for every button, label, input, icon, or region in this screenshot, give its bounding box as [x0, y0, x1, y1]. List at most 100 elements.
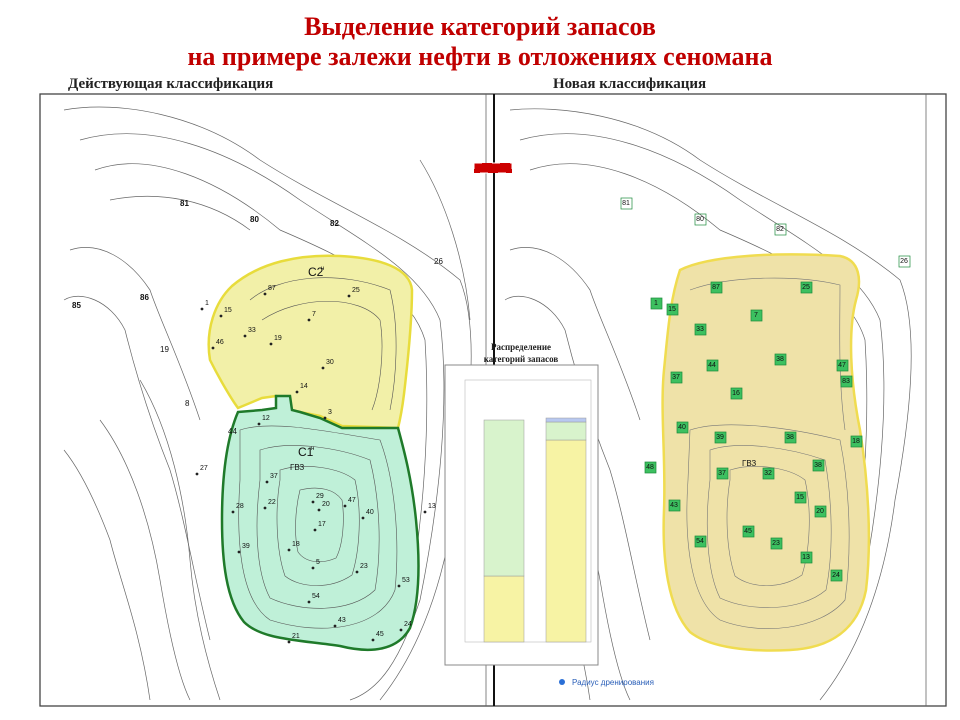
left-well-label: 23	[360, 563, 368, 570]
left-well-dot	[287, 640, 291, 644]
well-square	[644, 461, 657, 474]
well-square	[840, 375, 853, 388]
left-well-label: 19	[274, 335, 282, 342]
left-well-label: 20	[322, 501, 330, 508]
well-square	[716, 467, 729, 480]
right-well-label: 15	[796, 494, 804, 501]
right-well: 26	[898, 255, 911, 268]
zone-c2-sup: н	[321, 266, 324, 272]
well-square	[742, 525, 755, 538]
zone-c1-sup: н	[311, 446, 314, 452]
well-square	[774, 353, 787, 366]
well-square	[668, 499, 681, 512]
well-square	[710, 281, 723, 294]
right-well-label: 83	[842, 378, 850, 385]
left-well-label: 24	[404, 621, 412, 628]
right-well: 25	[800, 281, 813, 294]
zone-c2-label: C2	[308, 265, 324, 279]
left-well-label: 40	[366, 509, 374, 516]
left-well-label: 1	[205, 300, 209, 307]
left-well-dot	[347, 294, 351, 298]
right-well: 33	[694, 323, 707, 336]
right-well-label: 15	[668, 306, 676, 313]
inset-chart-title-1: Распределение	[491, 342, 551, 352]
right-well-label: 25	[802, 284, 810, 291]
well-square	[694, 323, 707, 336]
left-well-label: 30	[326, 359, 334, 366]
right-well: 38	[812, 459, 825, 472]
left-well-label: 15	[224, 307, 232, 314]
right-well-label: 38	[814, 462, 822, 469]
right-well-label: 32	[764, 470, 772, 477]
right-well: 37	[716, 467, 729, 480]
right-well: 43	[668, 499, 681, 512]
right-well: 24	[830, 569, 843, 582]
well-label-26: 26	[434, 257, 443, 266]
left-well-dot	[311, 566, 315, 570]
left-well-label: 45	[376, 631, 384, 638]
left-well-label: 27	[200, 465, 208, 472]
right-well-label: 37	[672, 374, 680, 381]
right-well: 87	[710, 281, 723, 294]
well-square	[670, 371, 683, 384]
left-well-label: 53	[402, 577, 410, 584]
right-well: 83	[840, 375, 853, 388]
left-well-dot	[397, 584, 401, 588]
left-well-label: 22	[268, 499, 276, 506]
right-well-label: 23	[772, 540, 780, 547]
well-square	[898, 255, 911, 268]
left-well-dot	[371, 638, 375, 642]
well-square	[666, 303, 679, 316]
well-square	[794, 491, 807, 504]
left-well-label: 47	[348, 497, 356, 504]
right-well: 38	[784, 431, 797, 444]
title-line-1: Выделение категорий запасов	[304, 12, 656, 41]
right-well: 16	[730, 387, 743, 400]
left-well-label: 18	[292, 541, 300, 548]
left-well-dot	[200, 307, 204, 311]
right-well-label: 87	[712, 284, 720, 291]
left-well-dot	[307, 318, 311, 322]
well-square	[850, 435, 863, 448]
well-label-85: 85	[72, 301, 81, 310]
well-label-80: 80	[250, 215, 259, 224]
right-well: 80	[694, 213, 707, 226]
well-square	[694, 535, 707, 548]
left-well-dot	[399, 628, 403, 632]
legend-drainage-radius: Радиус дренирования	[559, 678, 654, 687]
left-well-dot	[321, 366, 325, 370]
left-well-dot	[323, 416, 327, 420]
right-well-label: 37	[718, 470, 726, 477]
well-square	[730, 387, 743, 400]
left-well-label: 21	[292, 633, 300, 640]
left-well-dot	[311, 500, 315, 504]
left-well-label: 54	[312, 593, 320, 600]
zone-new-classification	[661, 253, 871, 652]
right-well-label: 7	[754, 312, 758, 319]
well-square	[774, 223, 787, 236]
right-well-label: 80	[696, 216, 704, 223]
left-well-dot	[219, 314, 223, 318]
right-well: 81	[620, 197, 633, 210]
inset-chart-title-2: категорий запасов	[484, 354, 559, 364]
right-well: 7	[750, 309, 763, 322]
red-marker	[474, 163, 512, 173]
well-square	[706, 359, 719, 372]
well-square	[812, 459, 825, 472]
well-square	[836, 359, 849, 372]
left-map-caption: Действующая классификация	[68, 76, 274, 92]
left-well-label: 46	[216, 339, 224, 346]
well-label-8: 8	[185, 399, 190, 408]
well-square	[620, 197, 633, 210]
right-well-label: 48	[646, 464, 654, 471]
right-well: 18	[850, 435, 863, 448]
right-well-label: 26	[900, 258, 908, 265]
well-label-82: 82	[330, 219, 339, 228]
well-square	[650, 297, 663, 310]
well-square	[750, 309, 763, 322]
right-well-label: 47	[838, 362, 846, 369]
left-well-label: 87	[268, 285, 276, 292]
